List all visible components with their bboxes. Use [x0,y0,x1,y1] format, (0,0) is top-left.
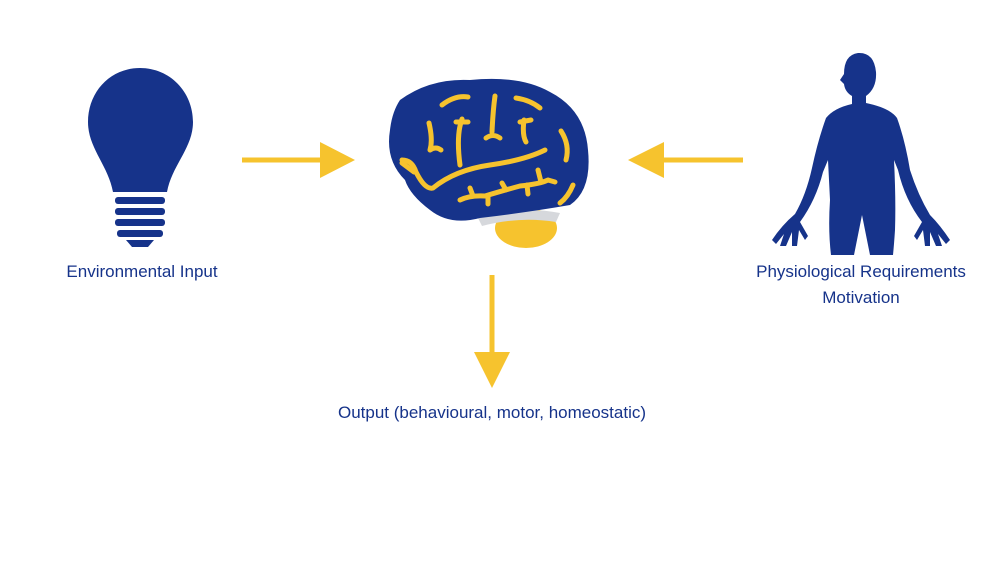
motivation-label: Motivation [822,288,900,307]
brain-icon [389,78,589,248]
output-label: Output (behavioural, motor, homeostatic) [337,403,647,422]
arrow-body-to-brain [628,142,743,178]
arrow-environment-to-brain [242,142,355,178]
lightbulb-icon [88,68,193,247]
human-body-icon [772,52,950,256]
physiological-requirements-label: Physiological Requirements [756,262,966,281]
arrow-brain-to-output [474,275,510,388]
environmental-input-label: Environmental Input [66,262,218,281]
